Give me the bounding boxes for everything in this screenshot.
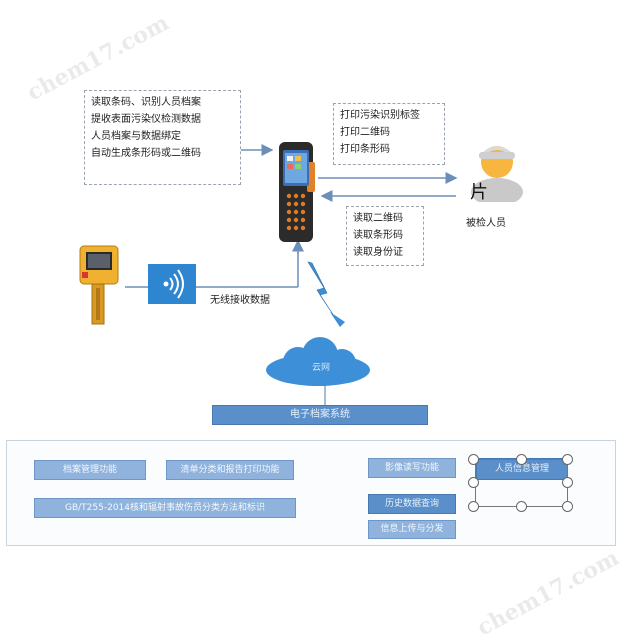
left-info-line: 自动生成条形码或二维码 xyxy=(91,148,201,159)
read-function-line: 读取身份证 xyxy=(353,247,403,258)
resize-handle-icon[interactable] xyxy=(562,477,573,488)
person-icon xyxy=(462,140,532,206)
handheld-terminal-icon xyxy=(276,140,318,245)
print-functions-box: 打印污染识别标签 打印二维码 打印条形码 xyxy=(333,103,445,165)
records-management-button[interactable]: 档案管理功能 xyxy=(34,460,146,480)
function-panel xyxy=(6,440,616,546)
print-function-line: 打印二维码 xyxy=(340,127,390,138)
read-function-line: 读取条形码 xyxy=(353,230,403,241)
left-info-line: 读取条码、识别人员档案 xyxy=(91,97,201,108)
wireless-signal-icon xyxy=(148,264,196,304)
read-function-line: 读取二维码 xyxy=(353,213,403,224)
resize-handle-icon[interactable] xyxy=(516,501,527,512)
left-info-line: 提收表面污染仪检测数据 xyxy=(91,114,201,125)
gbt-classification-button[interactable]: GB/T255-2014核和辐射事故伤员分类方法和标识 xyxy=(34,498,296,518)
resize-handle-icon[interactable] xyxy=(562,454,573,465)
image-read-write-button[interactable]: 影像读写功能 xyxy=(368,458,456,478)
read-functions-box: 读取二维码 读取条形码 读取身份证 xyxy=(346,206,424,266)
left-info-line: 人员档案与数据绑定 xyxy=(91,131,181,142)
person-label: 被检人员 xyxy=(466,218,506,229)
history-query-button[interactable]: 历史数据查询 xyxy=(368,494,456,514)
print-function-line: 打印污染识别标签 xyxy=(340,110,420,121)
electronic-records-system-bar: 电子档案系统 xyxy=(212,405,428,425)
list-report-print-button[interactable]: 清单分类和报告打印功能 xyxy=(166,460,294,480)
resize-handle-icon[interactable] xyxy=(562,501,573,512)
wireless-label: 无线接收数据 xyxy=(210,295,270,306)
cloud-label: 云网 xyxy=(312,363,331,373)
lightning-icon xyxy=(307,261,339,323)
resize-handle-icon[interactable] xyxy=(516,454,527,465)
selection-frame xyxy=(475,459,568,507)
info-upload-button[interactable]: 信息上传与分发 xyxy=(368,520,456,539)
left-info-box: 读取条码、识别人员档案 提收表面污染仪检测数据 人员档案与数据绑定 自动生成条形… xyxy=(84,90,241,185)
resize-handle-icon[interactable] xyxy=(468,454,479,465)
resize-handle-icon[interactable] xyxy=(468,477,479,488)
cloud-icon xyxy=(258,335,378,390)
print-function-line: 打印条形码 xyxy=(340,144,390,155)
contamination-meter-icon xyxy=(76,244,124,332)
person-badge: 片 xyxy=(470,182,488,203)
resize-handle-icon[interactable] xyxy=(468,501,479,512)
